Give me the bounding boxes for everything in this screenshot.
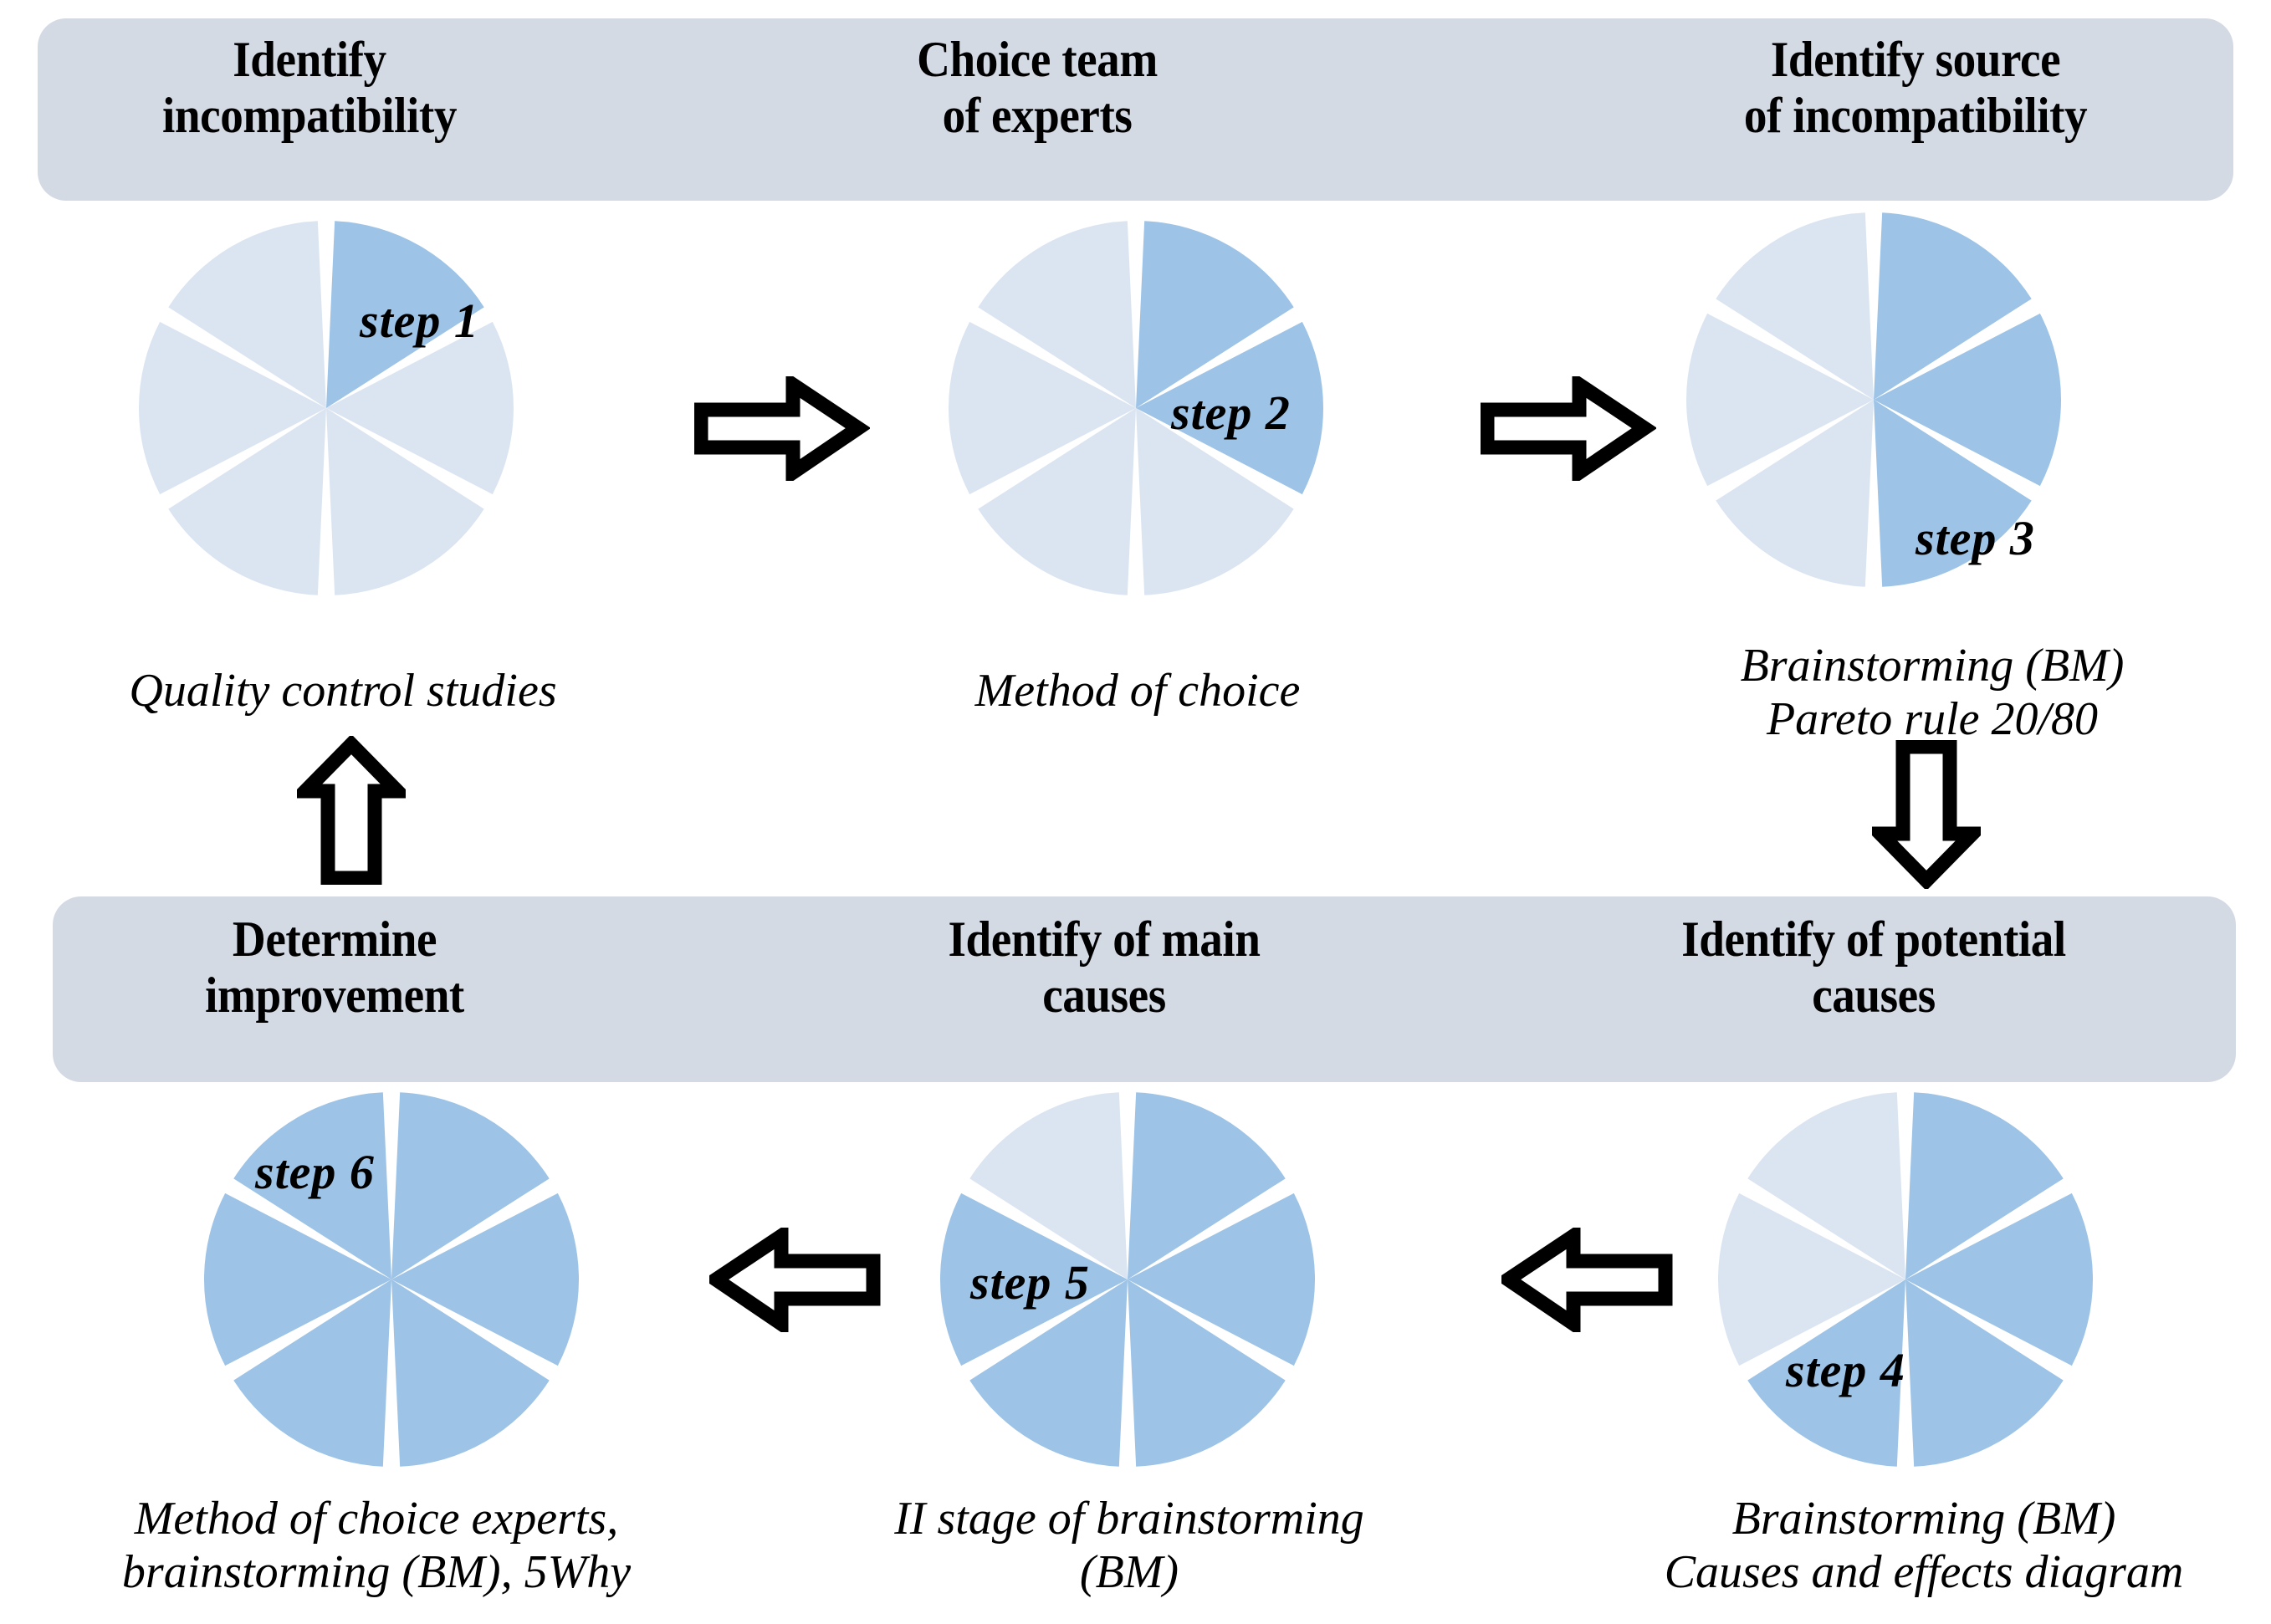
arrow-left-icon-step5-to-step6 (709, 1228, 885, 1332)
caption-step-2: Method of choice (974, 665, 1301, 717)
step-label-1: step 1 (360, 294, 479, 348)
banner-title-identify-source-of-incompatibility: Identify source of incompatibility (1743, 32, 2088, 144)
arrow-left-icon-step4-to-step5 (1501, 1228, 1677, 1332)
pie-slice-4 (978, 408, 1136, 595)
pie-chart-step-2 (944, 216, 1328, 600)
pie-chart-step-5 (935, 1087, 1320, 1472)
pie-slice-5 (1718, 1192, 1905, 1366)
pie-chart-step-3 (1681, 207, 2066, 592)
arrow-down-icon-step3-to-step4 (1872, 740, 1981, 889)
pie-slice-1 (1905, 1092, 2064, 1279)
arrow-right-icon-step2-to-step3 (1481, 376, 1656, 481)
pie-slice-6 (978, 221, 1136, 408)
banner-title-identify-incompatibility: Identify incompatibility (162, 32, 457, 144)
pie-slice-1 (1874, 212, 2032, 400)
pie-slice-4 (969, 1279, 1128, 1467)
pie-slice-2 (1874, 313, 2061, 487)
pie-slice-1 (1136, 221, 1294, 408)
pie-chart-step-6 (199, 1087, 584, 1472)
arrow-up-icon-step6-to-step1 (297, 736, 406, 885)
pie-slice-6 (969, 1092, 1128, 1279)
step-label-3: step 3 (1916, 511, 2035, 565)
pie-slice-2 (326, 321, 514, 495)
pie-slice-6 (233, 1092, 391, 1279)
pie-slice-5 (1686, 313, 1874, 487)
caption-step-6: Method of choice experts, brainstorming … (121, 1493, 632, 1598)
pie-slice-4 (233, 1279, 391, 1467)
pie-slice-2 (1136, 321, 1323, 495)
pie-slice-5 (949, 321, 1136, 495)
caption-step-1: Quality control studies (129, 665, 557, 717)
pie-slice-3 (326, 408, 484, 595)
banner-title-identify-of-potential-causes: Identify of potential causes (1681, 912, 2066, 1024)
banner-row-2 (53, 896, 2236, 1082)
pie-slice-3 (1874, 400, 2032, 587)
pie-slice-2 (1905, 1192, 2093, 1366)
pie-slice-1 (1128, 1092, 1286, 1279)
pie-slice-6 (168, 221, 326, 408)
pie-slice-4 (1747, 1279, 1905, 1467)
pie-slice-3 (1136, 408, 1294, 595)
step-label-2: step 2 (1171, 386, 1291, 440)
pie-slice-5 (204, 1192, 391, 1366)
pie-slice-3 (1128, 1279, 1286, 1467)
pie-slice-2 (391, 1192, 579, 1366)
banner-title-identify-of-main-causes: Identify of main causes (948, 912, 1261, 1024)
caption-step-4: Brainstorming (BM) Causes and effects di… (1664, 1493, 2184, 1598)
pie-slice-3 (1905, 1279, 2064, 1467)
banner-row-1 (38, 18, 2233, 201)
pie-chart-step-4 (1713, 1087, 2098, 1472)
pie-slice-3 (391, 1279, 550, 1467)
step-label-4: step 4 (1786, 1343, 1905, 1397)
arrow-right-icon-step1-to-step2 (694, 376, 870, 481)
pie-slice-5 (940, 1192, 1128, 1366)
step-label-5: step 5 (970, 1255, 1090, 1310)
pie-slice-5 (139, 321, 326, 495)
step-label-6: step 6 (255, 1145, 375, 1199)
pie-chart-step-1 (134, 216, 519, 600)
pie-slice-2 (1128, 1192, 1315, 1366)
pie-slice-1 (326, 221, 484, 408)
pie-slice-4 (168, 408, 326, 595)
caption-step-5: II stage of brainstorming (BM) (894, 1493, 1364, 1598)
pie-slice-6 (1716, 212, 1874, 400)
pie-slice-4 (1716, 400, 1874, 587)
pie-slice-1 (391, 1092, 550, 1279)
banner-title-choice-team-of-experts: Choice team of experts (917, 32, 1158, 144)
pie-slice-6 (1747, 1092, 1905, 1279)
banner-title-determine-improvement: Determine improvement (205, 912, 464, 1024)
caption-step-3: Brainstorming (BM) Pareto rule 20/80 (1740, 640, 2125, 745)
